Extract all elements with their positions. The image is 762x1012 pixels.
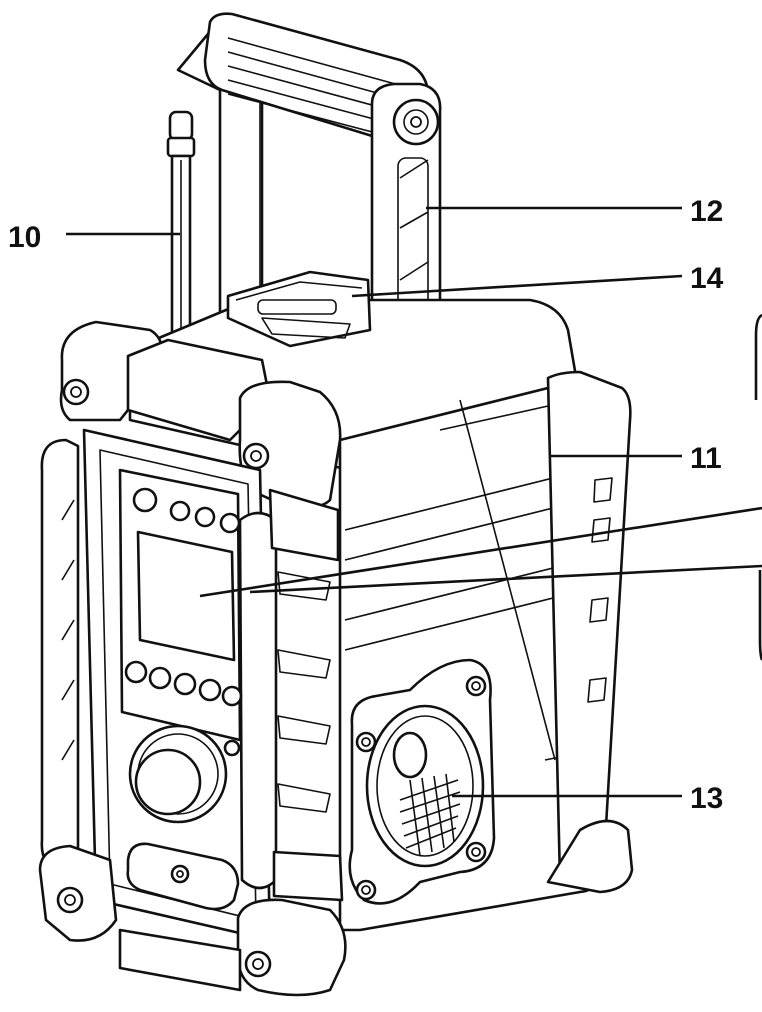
callout-12: 12 xyxy=(690,195,723,228)
leader-line-14 xyxy=(351,274,683,298)
callout-10: 10 xyxy=(8,221,41,254)
callout-labels: 10 11 12 13 14 xyxy=(8,195,724,815)
leader-line-display-a xyxy=(199,506,762,598)
antenna xyxy=(166,110,196,362)
callout-13: 13 xyxy=(690,782,723,815)
control-panel xyxy=(118,468,243,911)
speaker xyxy=(348,658,496,905)
edge-bracket xyxy=(754,313,762,400)
callout-11: 11 xyxy=(690,442,722,475)
battery-clip xyxy=(226,270,372,348)
callout-14: 14 xyxy=(690,262,724,295)
leader-lines xyxy=(66,206,762,798)
leader-line-display-b xyxy=(249,564,762,594)
